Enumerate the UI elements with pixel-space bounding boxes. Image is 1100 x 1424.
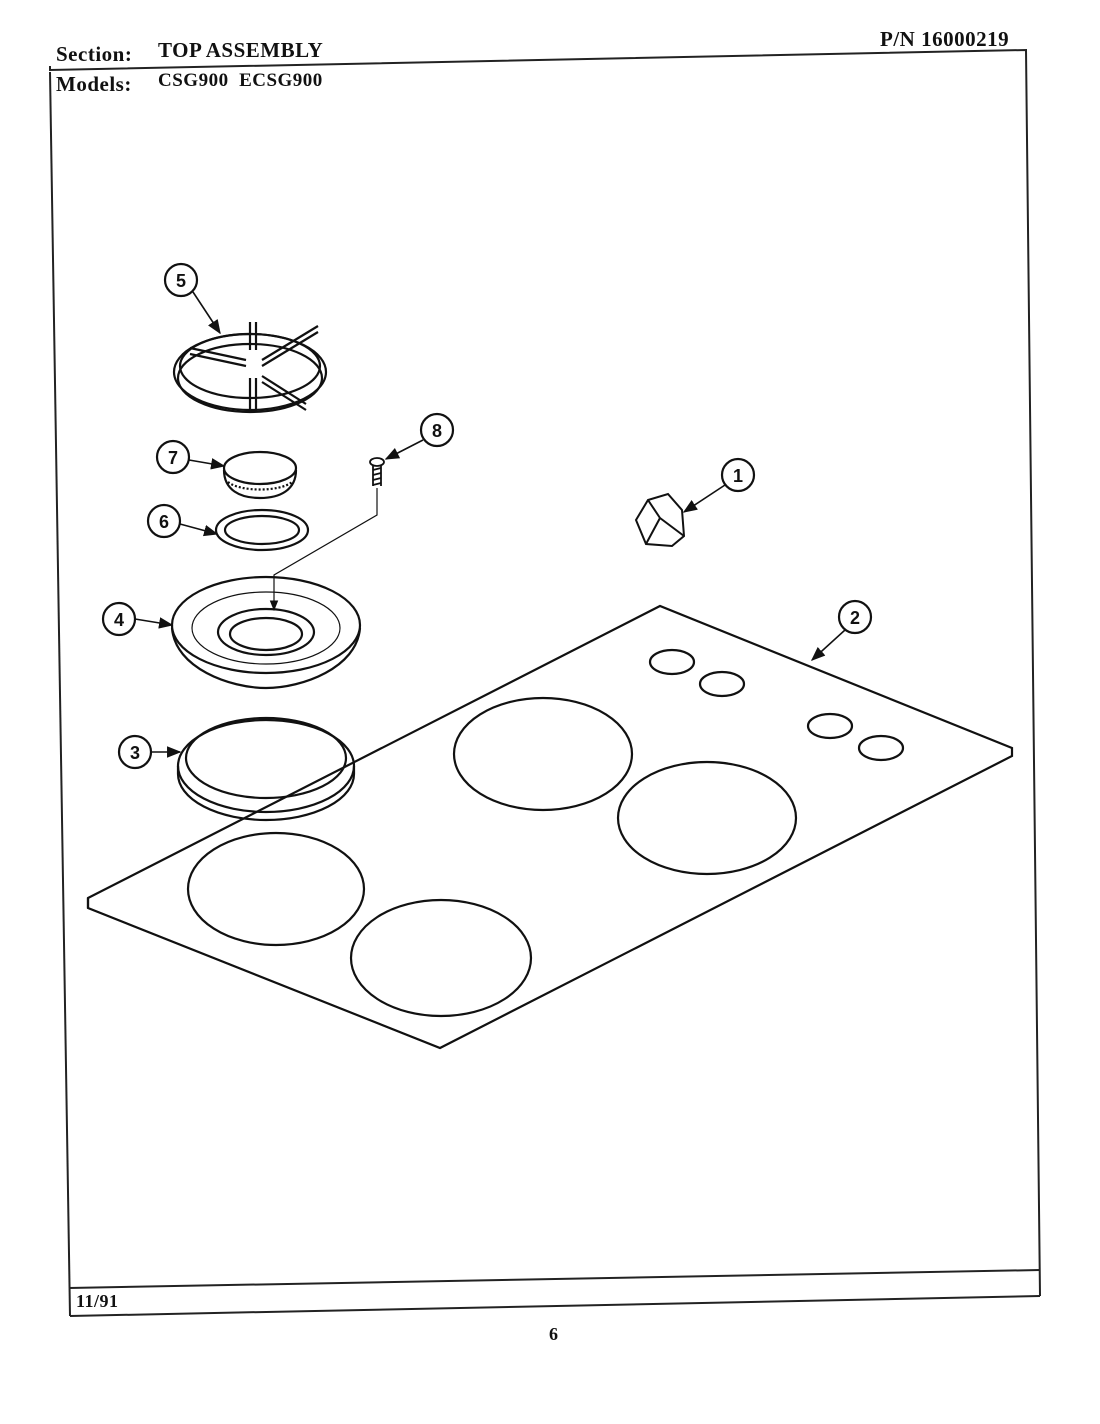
page-number: 6 bbox=[549, 1324, 559, 1344]
revision-date: 11/91 bbox=[76, 1291, 119, 1311]
callout-7: 7 bbox=[155, 439, 226, 475]
models-label: Models: bbox=[56, 72, 132, 96]
callout-5: 5 bbox=[163, 262, 221, 335]
cap-ring-part bbox=[214, 508, 310, 552]
callout-4: 4 bbox=[101, 601, 174, 637]
drip-bowl-part bbox=[170, 575, 362, 690]
callout-4-number: 4 bbox=[114, 610, 124, 630]
burner-cap-part bbox=[222, 450, 298, 500]
callout-1: 1 bbox=[682, 457, 756, 513]
models-list: CSG900 ECSG900 bbox=[158, 70, 323, 91]
callout-2-number: 2 bbox=[850, 608, 860, 628]
callout-2: 2 bbox=[810, 599, 873, 661]
callout-8: 8 bbox=[384, 412, 455, 460]
part-number: P/N 16000219 bbox=[880, 27, 1010, 51]
callout-8-number: 8 bbox=[432, 421, 442, 441]
section-label: Section: bbox=[56, 42, 133, 66]
section-title: TOP ASSEMBLY bbox=[158, 38, 324, 62]
callout-6-number: 6 bbox=[159, 512, 169, 532]
screw-part bbox=[269, 457, 385, 612]
callout-3: 3 bbox=[117, 734, 182, 770]
callout-7-number: 7 bbox=[168, 448, 178, 468]
grate-part bbox=[172, 322, 328, 414]
page-border bbox=[49, 48, 1041, 1317]
burner-ring-part bbox=[176, 716, 356, 822]
callout-5-number: 5 bbox=[176, 271, 186, 291]
knob-part bbox=[634, 492, 686, 548]
cooktop-panel bbox=[86, 604, 1014, 1050]
callout-1-number: 1 bbox=[733, 466, 743, 486]
callout-6: 6 bbox=[146, 503, 219, 539]
callout-3-number: 3 bbox=[130, 743, 140, 763]
